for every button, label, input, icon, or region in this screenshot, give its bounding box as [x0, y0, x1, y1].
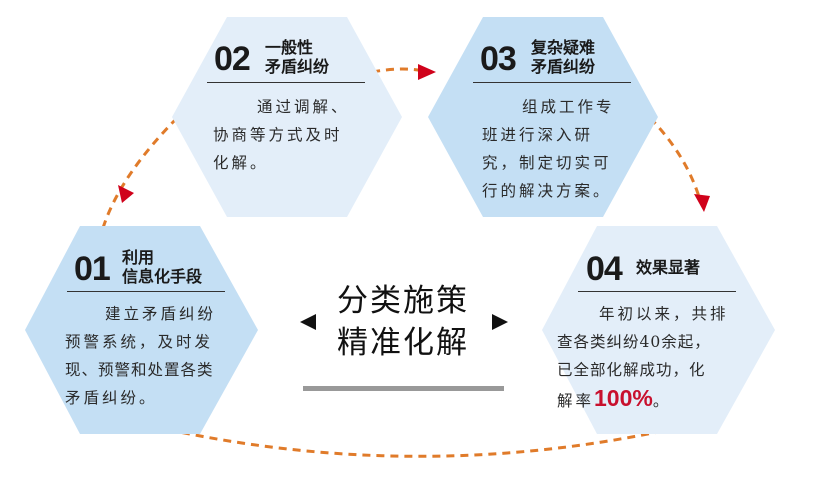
center-title-line2: 精准化解: [337, 325, 469, 361]
connector-02-03: [371, 67, 429, 74]
step-description: 通过调解、 协商等方式及时 化解。: [213, 98, 350, 172]
title-divider: [67, 291, 225, 292]
arrowhead-to-04: [694, 194, 710, 212]
step-title: 利用 信息化手段: [122, 248, 203, 286]
connector-01-02: [101, 113, 182, 229]
step-title: 效果显著: [636, 258, 701, 277]
arrowhead-to-02: [118, 185, 134, 203]
left-triangle: [300, 314, 316, 330]
hexagon-01: [25, 226, 258, 434]
center-title-line1: 分类施策: [337, 283, 469, 319]
step-number: 02: [214, 40, 251, 78]
title-divider: [473, 82, 631, 83]
connector-03-04: [638, 106, 702, 201]
step-number: 03: [480, 40, 517, 78]
step-title: 一般性 矛盾纠纷: [265, 38, 330, 76]
hexagon-04: [542, 226, 775, 434]
rate-percent: 100%: [594, 385, 653, 411]
connector-04-01: [169, 423, 691, 458]
step-number: 01: [74, 250, 111, 288]
title-divider: [578, 291, 736, 292]
right-triangle: [492, 314, 508, 330]
center-title: 分类施策 精准化解: [328, 280, 478, 364]
hexagon-02: [172, 17, 402, 217]
step-title: 复杂疑难 矛盾纠纷: [531, 38, 596, 76]
step-number: 04: [586, 250, 623, 288]
step-description: 年初以来，共排 查各类纠纷40余起， 已全部化解成功，化 解率100%。: [557, 300, 729, 415]
rate-line: 解率100%。: [557, 385, 672, 411]
hexagon-03: [428, 17, 658, 217]
title-divider: [207, 82, 365, 83]
center-underline: [303, 386, 504, 391]
arrowhead-to-03: [418, 64, 436, 80]
step-description: 建立矛盾纠纷 预警系统，及时发 现、预警和处置各类 矛盾纠纷。: [65, 305, 217, 407]
step-description: 组成工作专 班进行深入研 究，制定切实可 行的解决方案。: [482, 98, 615, 200]
